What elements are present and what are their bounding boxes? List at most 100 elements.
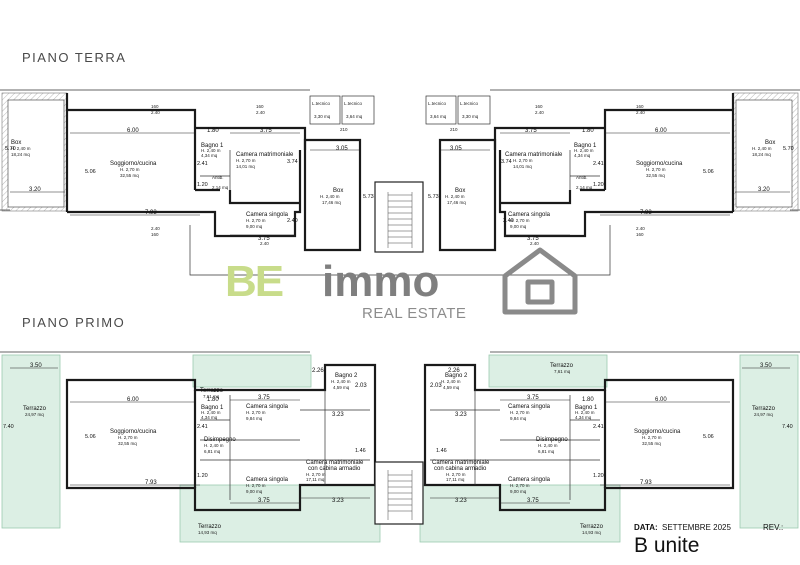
- first-floor-title: PIANO PRIMO: [22, 315, 125, 330]
- room-bagno2-right-name: Bagno 2: [445, 373, 468, 379]
- room-matrimoniale-right-height: H. 2,70 m: [513, 158, 533, 163]
- room-terrazzo-top-left-area: 7,61 mq: [203, 394, 220, 399]
- room-singola-bottom-left-height: H. 2,70 m: [246, 483, 266, 488]
- room-bagno-right-height: H. 2,40 m: [574, 148, 594, 153]
- dim-text: 5.06: [703, 169, 714, 175]
- room-soggiorno-first-left-height: H. 2,70 m: [118, 435, 138, 440]
- dim-text: 6.00: [655, 128, 667, 134]
- brand-logo-immo: immo: [322, 257, 439, 306]
- room-tecnico-left-b: L.tecnico: [344, 101, 363, 106]
- terrazzo-bottom-right: [419, 484, 621, 543]
- room-bagno-left-area: 4,34 mq: [201, 153, 218, 158]
- room-terrazzo-bottom-left-name: Terrazzo: [198, 524, 222, 530]
- room-matrimoniale-first-right-area: 17,11 mq: [446, 477, 465, 482]
- room-tecnico-right-a: L.tecnico: [428, 101, 447, 106]
- room-soggiorno-left-name: Soggiorno/cucina: [110, 161, 157, 167]
- dim-text: 7.93: [640, 480, 652, 486]
- room-terrazzo-side-left-area: 24,97 mq: [25, 412, 44, 417]
- room-singola-top-left-height: H. 2,70 m: [246, 410, 266, 415]
- dim-text: 2.40: [287, 218, 298, 224]
- room-singola-top-left-name: Camera singola: [246, 404, 289, 410]
- room-singola-bottom-right-area: 9,00 mq: [510, 489, 527, 494]
- dim-text: 3.05: [450, 146, 462, 152]
- room-soggiorno-left-height: H. 2,70 m: [120, 167, 140, 172]
- room-singola-left-area: 9,00 mq: [246, 224, 263, 229]
- date-label: DATA:: [634, 523, 658, 532]
- room-box-center-left-height: H. 2,40 m: [320, 194, 340, 199]
- first-floor-plan: [0, 351, 800, 543]
- room-singola-right-height: H. 2,70 m: [510, 218, 530, 223]
- room-bagno2-left-height: H. 2,40 m: [331, 379, 351, 384]
- dim-text: 5.73: [363, 194, 374, 200]
- brand-logo: BE immo REAL ESTATE: [225, 247, 578, 322]
- room-bagno-left-name: Bagno 1: [201, 143, 224, 149]
- dim-text: 2.03: [430, 383, 442, 389]
- dim-text: 5.06: [85, 169, 96, 175]
- room-soggiorno-right-height: H. 2,70 m: [646, 167, 666, 172]
- room-soggiorno-first-left-name: Soggiorno/cucina: [110, 429, 157, 435]
- room-terrazzo-top-right-name: Terrazzo: [550, 363, 574, 369]
- date-value: SETTEMBRE 2025: [662, 523, 731, 532]
- room-box-center-left-name: Box: [333, 188, 343, 194]
- room-terrazzo-top-right-area: 7,61 mq: [554, 369, 571, 374]
- room-box-side-left-height: H. 2,40 m: [11, 146, 31, 151]
- revision-label: REV.:: [763, 523, 783, 532]
- room-singola-right-name: Camera singola: [508, 212, 551, 218]
- room-matrimoniale-first-left-name2: con cabina armadio: [308, 466, 361, 472]
- dim-text: 3.23: [455, 412, 467, 418]
- room-bagno-right-area: 4,34 mq: [574, 153, 591, 158]
- room-box-center-left-area: 17,46 mq: [322, 200, 341, 205]
- room-terrazzo-bottom-right-area: 14,93 mq: [582, 530, 601, 535]
- room-bagno2-right-area: 4,59 mq: [443, 385, 460, 390]
- opening-tag: 160: [535, 104, 543, 109]
- dim-text: 5.06: [85, 434, 96, 440]
- dim-text: 3.74: [501, 159, 512, 165]
- room-bagno1-left-name: Bagno 1: [201, 405, 224, 411]
- room-antib-left-area: 2,14 mq: [212, 185, 229, 190]
- dim-text: 7.93: [145, 480, 157, 486]
- room-bagno-left-height: H. 2,40 m: [201, 148, 221, 153]
- dim-text: 1.46: [436, 448, 447, 454]
- room-tecnico-left-a-area: 3,30 mq: [314, 114, 331, 119]
- room-disimpegno-right-area: 6,81 mq: [538, 449, 555, 454]
- room-terrazzo-side-right-area: 24,97 mq: [754, 412, 773, 417]
- opening-tag: 2.40: [636, 110, 645, 115]
- house-icon: [502, 247, 578, 315]
- room-soggiorno-first-left-area: 32,55 mq: [118, 441, 137, 446]
- room-soggiorno-first-right-height: H. 2,70 m: [642, 435, 662, 440]
- opening-tag: 2.40: [636, 226, 645, 231]
- dim-text: 1.20: [593, 182, 604, 188]
- dim-text: 6.00: [127, 397, 139, 403]
- dim-text: 3.75: [258, 498, 270, 504]
- room-disimpegno-left-height: H. 2,40 m: [204, 443, 224, 448]
- dim-text: 3.20: [29, 187, 41, 193]
- dim-text: 1.46: [355, 448, 366, 454]
- dim-text: 2.41: [197, 424, 208, 430]
- room-bagno2-right-height: H. 2,40 m: [441, 379, 461, 384]
- dim-text: 3.75: [527, 395, 539, 401]
- dim-text: 1.80: [207, 397, 219, 403]
- room-tecnico-left-b-area: 3,64 mq: [346, 114, 363, 119]
- dim-text: 3.23: [332, 412, 344, 418]
- dim-text: 5.70: [783, 146, 794, 152]
- dim-text: 2.03: [355, 383, 367, 389]
- opening-tag: 2.40: [260, 241, 269, 246]
- dim-text: 2.40: [503, 218, 514, 224]
- room-box-side-left-name: Box: [11, 140, 21, 146]
- dim-text: 2.26: [448, 368, 460, 374]
- room-tecnico-right-b-area: 3,30 mq: [462, 114, 479, 119]
- room-matrimoniale-right-area: 14,01 mq: [513, 164, 532, 169]
- room-box-side-left-area: 18,24 mq: [11, 152, 30, 157]
- dim-text: 7.40: [782, 424, 793, 430]
- dim-text: 1.20: [197, 473, 208, 479]
- room-disimpegno-right-height: H. 2,40 m: [538, 443, 558, 448]
- dim-text: 5.70: [5, 146, 16, 152]
- room-matrimoniale-left-area: 14,01 mq: [236, 164, 255, 169]
- room-box-side-right-name: Box: [765, 140, 775, 146]
- opening-tag: 2.40: [535, 110, 544, 115]
- room-matrimoniale-left-name: Camera matrimoniale: [236, 152, 294, 158]
- terrazzo-side-right: [739, 354, 799, 529]
- room-disimpegno-left-area: 6,81 mq: [204, 449, 221, 454]
- room-bagno1-left-area: 4,34 mq: [201, 415, 218, 420]
- room-soggiorno-first-right-area: 32,55 mq: [642, 441, 661, 446]
